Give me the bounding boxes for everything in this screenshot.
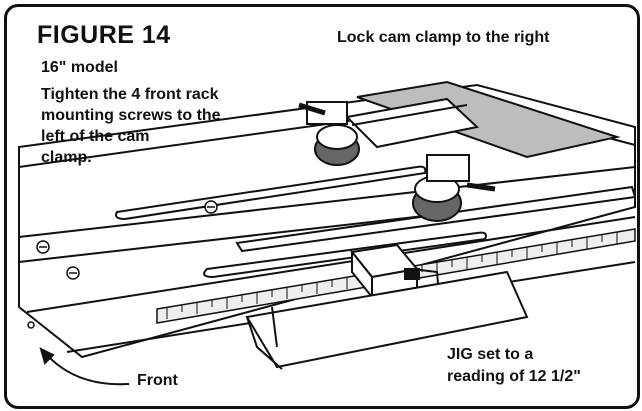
front-label: Front	[137, 372, 178, 389]
jig-callout-line: JIG set to a	[447, 346, 534, 363]
cam-clamp-left	[298, 101, 360, 166]
figure-title: FIGURE 14	[37, 21, 171, 49]
fence-bracket	[245, 270, 529, 370]
model-label: 16" model	[41, 59, 118, 76]
instruction-line: left of the cam	[41, 128, 150, 145]
instruction-line: Tighten the 4 front rack	[41, 86, 219, 103]
jig-callout: JIG set to a reading of 12 1/2"	[447, 344, 581, 388]
router-jig-illustration	[18, 80, 637, 386]
figure-frame: FIGURE 14 16" model Tighten the 4 front …	[4, 4, 640, 409]
instruction-line: clamp.	[41, 149, 92, 166]
front-arrow	[39, 347, 130, 386]
sub-base-carriage	[344, 80, 621, 159]
jig-callout-line: reading of 12 1/2"	[447, 368, 581, 385]
mounting-screws	[27, 200, 218, 329]
cam-clamp-right	[412, 154, 496, 222]
instruction-line: mounting screws to the	[41, 107, 221, 124]
instruction-text: Tighten the 4 front rack mounting screws…	[41, 84, 291, 168]
lock-cam-callout: Lock cam clamp to the right	[337, 29, 550, 46]
